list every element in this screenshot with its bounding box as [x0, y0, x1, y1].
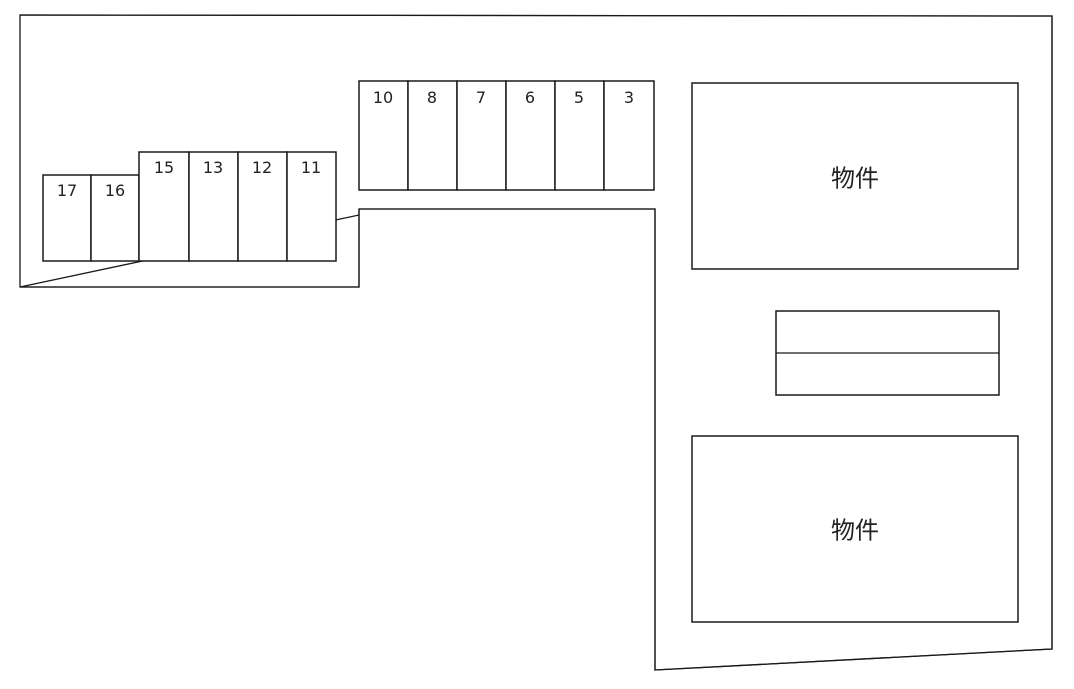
space-label: 13	[203, 158, 223, 177]
building-bottom-label: 物件	[831, 516, 879, 545]
space-label: 7	[476, 88, 486, 107]
space-label: 16	[105, 181, 125, 200]
building-bottom[interactable]	[691, 435, 1019, 623]
parking-space-15[interactable]	[138, 151, 190, 262]
parking-row-top: 10 8 7 6 5 3	[358, 80, 655, 191]
parking-space-16[interactable]	[90, 174, 140, 262]
parking-space-11[interactable]	[286, 151, 337, 262]
parking-space-17[interactable]	[42, 174, 92, 262]
parking-space-13[interactable]	[188, 151, 239, 262]
space-label: 8	[427, 88, 437, 107]
building-top-label: 物件	[831, 164, 879, 193]
building-top[interactable]	[691, 82, 1019, 270]
space-label: 5	[574, 88, 584, 107]
parking-space-3[interactable]	[603, 80, 655, 191]
space-label: 11	[301, 158, 321, 177]
parking-space-6[interactable]	[505, 80, 556, 191]
space-label: 15	[154, 158, 174, 177]
parking-row-left: 17 16 15 13 12 11	[42, 151, 337, 262]
space-label: 12	[252, 158, 272, 177]
parking-space-7[interactable]	[456, 80, 507, 191]
lot-boundary-outer	[19, 14, 1053, 671]
space-label: 3	[624, 88, 634, 107]
space-label: 17	[57, 181, 77, 200]
small-structure	[775, 310, 1000, 396]
parking-space-5[interactable]	[554, 80, 605, 191]
space-label: 10	[373, 88, 393, 107]
space-label: 6	[525, 88, 535, 107]
